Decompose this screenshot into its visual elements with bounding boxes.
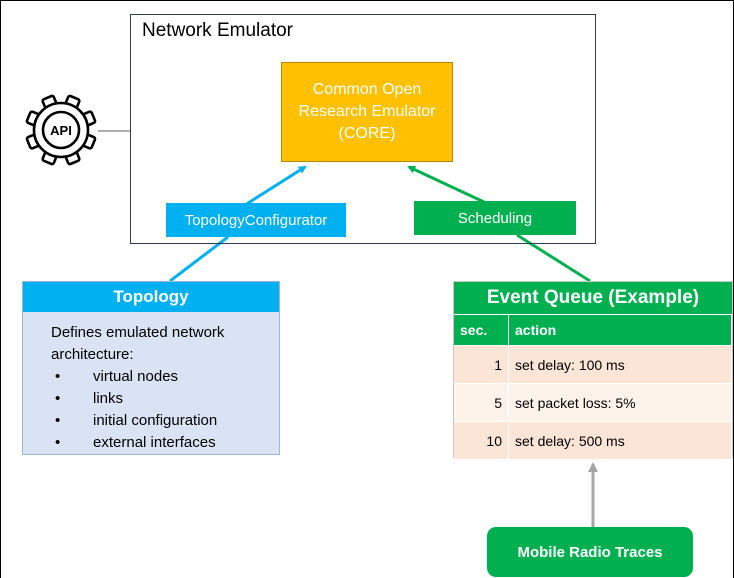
network-emulator-title: Network Emulator <box>142 20 293 41</box>
scheduling-arrow <box>407 165 485 204</box>
cell-action: set delay: 500 ms <box>508 421 732 459</box>
column-header-action: action <box>508 315 732 346</box>
table-row: 5 set packet loss: 5% <box>454 383 732 422</box>
topology-item-label: external interfaces <box>93 434 216 451</box>
mobile-radio-traces-label: Mobile Radio Traces <box>517 543 663 561</box>
topology-list-item: • initial configuration <box>51 410 275 432</box>
topology-configurator-box: TopologyConfigurator <box>166 203 346 237</box>
topology-item-label: initial configuration <box>93 412 218 429</box>
topology-item-label: links <box>93 390 124 407</box>
core-box: Common Open Research Emulator (CORE) <box>281 62 453 162</box>
topology-list-item: • links <box>51 388 275 410</box>
column-header-sec: sec. <box>454 315 509 346</box>
api-gear-icon: API <box>24 93 98 167</box>
topology-configurator-arrow <box>244 165 307 207</box>
topology-item-label: virtual nodes <box>93 368 179 385</box>
topology-to-configurator-line <box>169 235 229 283</box>
event-queue-to-scheduling-line <box>516 233 591 283</box>
topology-list: • virtual nodes • links • initial configura… <box>51 366 275 454</box>
bullet: • <box>55 390 61 407</box>
frame-left-border <box>0 0 1 578</box>
topology-list-item: • external interfaces <box>51 432 275 454</box>
event-queue-title: Event Queue (Example) <box>454 282 732 314</box>
cell-sec: 1 <box>454 345 509 384</box>
cell-action: set delay: 100 ms <box>508 345 732 384</box>
bullet: • <box>55 434 61 451</box>
bullet: • <box>55 412 61 429</box>
mobile-radio-traces-box: Mobile Radio Traces <box>487 527 693 577</box>
cell-sec: 10 <box>454 421 509 459</box>
bullet: • <box>55 368 61 385</box>
topology-title: Topology <box>113 287 189 306</box>
scheduling-label: Scheduling <box>457 209 533 227</box>
topology-body: Defines emulated network architecture: •… <box>51 322 275 454</box>
scheduling-box: Scheduling <box>414 201 576 235</box>
table-header-row: sec. action <box>454 315 732 346</box>
topology-header: Topology <box>23 282 279 312</box>
cell-sec: 5 <box>454 383 509 422</box>
network-emulator-box <box>130 14 596 244</box>
core-label: Common Open Research Emulator (CORE) <box>298 81 436 142</box>
cell-action: set packet loss: 5% <box>508 383 732 422</box>
topology-panel: Topology Defines emulated network archit… <box>22 281 280 455</box>
event-queue-panel: Event Queue (Example) sec. action 1 set … <box>453 281 733 459</box>
topology-list-item: • virtual nodes <box>51 366 275 388</box>
event-queue-table: sec. action 1 set delay: 100 ms 5 set pa… <box>454 315 732 459</box>
table-row: 1 set delay: 100 ms <box>454 345 732 384</box>
frame-top-border <box>0 0 734 1</box>
topology-configurator-label: TopologyConfigurator <box>184 211 328 229</box>
gear-inner-ring <box>41 110 81 150</box>
topology-description: Defines emulated network architecture: <box>51 324 225 363</box>
table-row: 10 set delay: 500 ms <box>454 421 732 459</box>
api-label: API <box>50 123 72 138</box>
